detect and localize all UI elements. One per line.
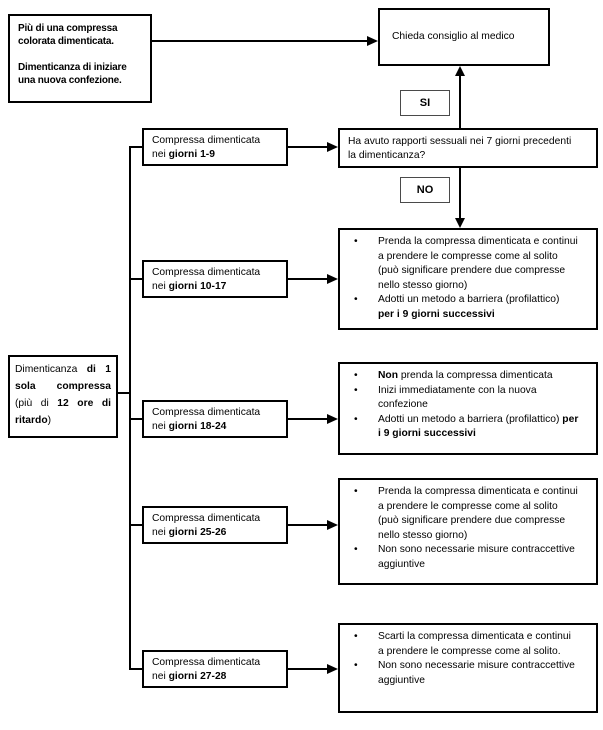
outcome-4-list: Scarti la compressa dimenticata e contin… <box>352 630 594 688</box>
days-1-9-text: Compressa dimenticata nei giorni 1-9 <box>152 135 261 160</box>
node-days-18-24: Compressa dimenticata nei giorni 18-24 <box>142 400 288 438</box>
node-question-intercourse: Ha avuto rapporti sessuali nei 7 giorni … <box>338 128 598 168</box>
label-yes: SI <box>400 90 450 116</box>
connector-trunk-line <box>129 146 131 670</box>
arrow-yes-head <box>455 66 465 76</box>
arrow-multi-to-consult-line <box>152 40 368 42</box>
consult-doctor-label: Chieda consiglio al medico <box>392 31 515 42</box>
arrow-yes-line <box>459 76 461 128</box>
bullet-item: Scarti la compressa dimenticata e contin… <box>352 630 594 659</box>
yes-text: SI <box>419 97 431 109</box>
arrow-day1-head <box>327 142 338 152</box>
arrow-no-line <box>459 168 461 218</box>
node-days-25-26: Compressa dimenticata nei giorni 25-26 <box>142 506 288 544</box>
arrow-day5-line <box>288 668 328 670</box>
bullet-item: Adotti un metodo a barriera (profilattic… <box>352 293 594 322</box>
days-18-24-text: Compressa dimenticata nei giorni 18-24 <box>152 407 261 432</box>
arrow-day5-head <box>327 664 338 674</box>
arrow-day4-line <box>288 524 328 526</box>
no-text: NO <box>416 184 434 196</box>
node-outcome-days-18-24: Non prenda la compressa dimenticata Iniz… <box>338 362 598 455</box>
bullet-item: Non prenda la compressa dimenticata <box>352 369 594 384</box>
arrow-day3-line <box>288 418 328 420</box>
arrow-day4-head <box>327 520 338 530</box>
connector-stub-day1 <box>129 146 142 148</box>
connector-single-to-trunk <box>117 392 131 394</box>
connector-stub-day4 <box>129 524 142 526</box>
arrow-day2-head <box>327 274 338 284</box>
days-10-17-text: Compressa dimenticata nei giorni 10-17 <box>152 267 261 292</box>
days-27-28-text: Compressa dimenticata nei giorni 27-28 <box>152 657 261 682</box>
node-outcome-days-27-28: Scarti la compressa dimenticata e contin… <box>338 623 598 713</box>
arrow-no-head <box>455 218 465 228</box>
days-25-26-text: Compressa dimenticata nei giorni 25-26 <box>152 513 261 538</box>
connector-stub-day5 <box>129 668 142 670</box>
node-multiple-pills-missed: Più di una compressa colorata dimenticat… <box>8 14 152 103</box>
arrow-day2-line <box>288 278 328 280</box>
node-days-10-17: Compressa dimenticata nei giorni 10-17 <box>142 260 288 298</box>
node-outcome-days-25-26: Prenda la compressa dimenticata e contin… <box>338 478 598 585</box>
single-pill-missed-text: Dimenticanza di 1 sola compressa (più di… <box>15 364 111 426</box>
label-no: NO <box>400 177 450 203</box>
bullet-item: Prenda la compressa dimenticata e contin… <box>352 235 594 293</box>
new-pack-forgotten-text: Dimenticanza di iniziare una nuova confe… <box>18 62 127 86</box>
arrow-multi-to-consult-head <box>367 36 378 46</box>
node-days-27-28: Compressa dimenticata nei giorni 27-28 <box>142 650 288 688</box>
outcome-2-list: Non prenda la compressa dimenticata Iniz… <box>352 369 594 442</box>
arrow-day3-head <box>327 414 338 424</box>
arrow-day1-line <box>288 146 328 148</box>
bullet-item: Adotti un metodo a barriera (profilattic… <box>352 413 594 442</box>
connector-stub-day2 <box>129 278 142 280</box>
bullet-item: Inizi immediatamente con la nuova confez… <box>352 384 594 413</box>
node-outcome-days-10-17: Prenda la compressa dimenticata e contin… <box>338 228 598 330</box>
node-days-1-9: Compressa dimenticata nei giorni 1-9 <box>142 128 288 166</box>
question-text: Ha avuto rapporti sessuali nei 7 giorni … <box>348 136 572 161</box>
multiple-pills-missed-text: Più di una compressa colorata dimenticat… <box>18 23 118 47</box>
node-single-pill-missed: Dimenticanza di 1 sola compressa (più di… <box>8 355 118 438</box>
connector-stub-day3 <box>129 418 142 420</box>
bullet-item: Prenda la compressa dimenticata e contin… <box>352 485 594 543</box>
bullet-item: Non sono necessarie misure contraccettiv… <box>352 659 594 688</box>
outcome-3-list: Prenda la compressa dimenticata e contin… <box>352 485 594 572</box>
bullet-item: Non sono necessarie misure contraccettiv… <box>352 543 594 572</box>
node-consult-doctor: Chieda consiglio al medico <box>378 8 550 66</box>
outcome-1-list: Prenda la compressa dimenticata e contin… <box>352 235 594 322</box>
